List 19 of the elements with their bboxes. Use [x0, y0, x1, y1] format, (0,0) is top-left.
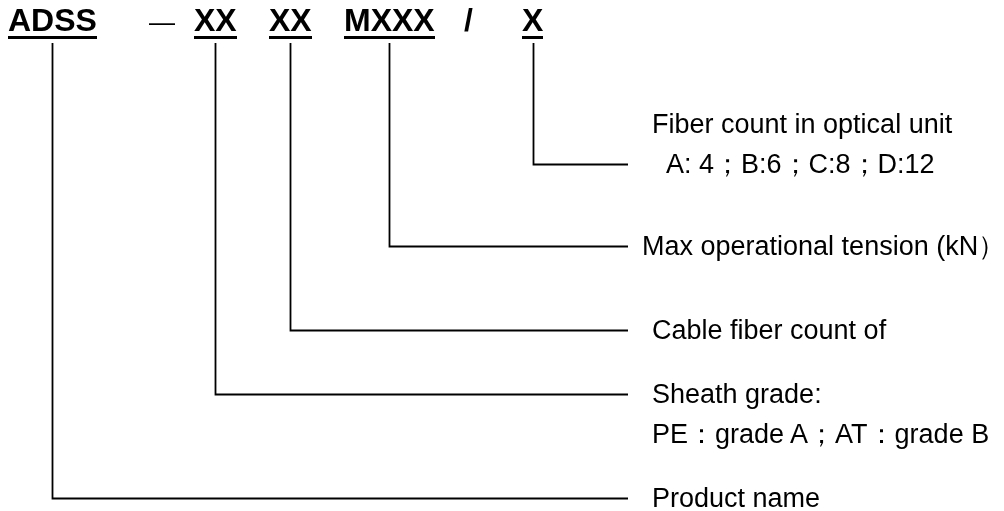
leader-line [388, 42, 629, 248]
code-segment: ADSS [8, 4, 97, 39]
separator-sign: / [464, 4, 473, 36]
leader-line [532, 42, 629, 166]
separator-sign: — [149, 6, 175, 38]
description-text: Product name [652, 482, 821, 511]
description-text: Max operational tension (kN） [642, 230, 1004, 263]
code-segment: MXXX [344, 4, 435, 39]
description-text: A: 4；B:6；C:8；D:12 [666, 148, 936, 181]
leader-line [214, 42, 629, 396]
leader-line [51, 42, 629, 500]
description-text: Fiber count in optical unit [652, 108, 953, 141]
code-segment: XX [194, 4, 237, 39]
description-text: Cable fiber count of [652, 314, 887, 347]
leader-line [289, 42, 629, 332]
code-segment: X [522, 4, 544, 39]
description-text: Sheath grade: [652, 378, 823, 411]
description-text: PE：grade A；AT：grade B [652, 418, 990, 451]
code-segment: XX [269, 4, 312, 39]
